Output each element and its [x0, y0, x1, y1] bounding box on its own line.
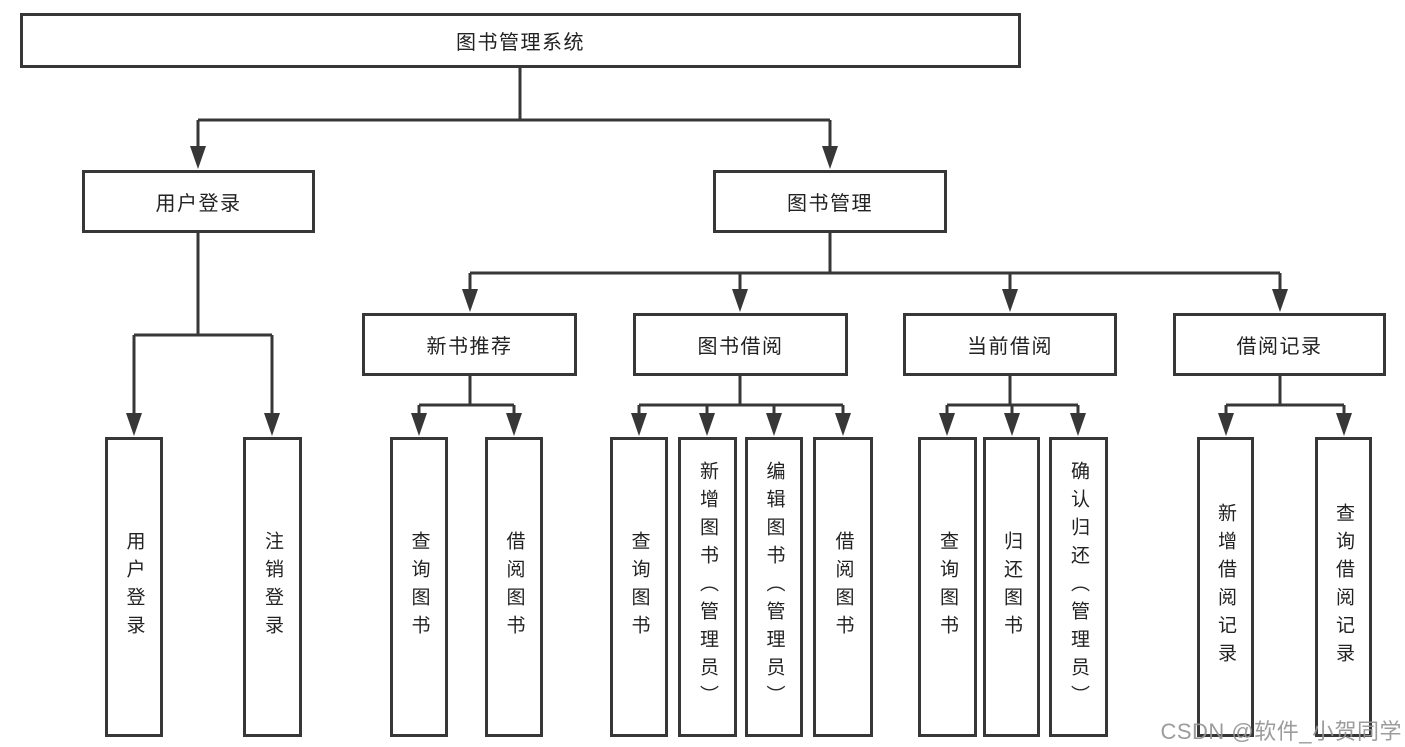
leaf-borrowing-edit-books-admin: 编辑图书（管理员） — [745, 437, 803, 737]
node-new-book-recommendation: 新书推荐 — [362, 313, 577, 376]
leaf-borrowing-add-books-admin: 新增图书（管理员） — [678, 437, 737, 737]
leaf-current-return-books: 归还图书 — [983, 437, 1040, 737]
node-borrowing-records-label: 借阅记录 — [1236, 336, 1323, 358]
node-book-management: 图书管理 — [713, 170, 947, 233]
arrow-down-icon — [1002, 289, 1018, 312]
node-root-label: 图书管理系统 — [456, 32, 585, 54]
leaf-recommend-query-books-label: 查询图书 — [408, 531, 430, 643]
arrow-down-icon — [732, 289, 748, 312]
arrow-down-icon — [1004, 413, 1020, 436]
connector-book-borrowing-split — [637, 376, 845, 418]
watermark: CSDN @软件_小贺同学 — [1160, 719, 1402, 744]
arrow-down-icon — [1218, 413, 1234, 436]
node-user-login-label: 用户登录 — [155, 193, 242, 215]
arrow-down-icon — [822, 146, 838, 169]
connector-user-login-split — [132, 233, 274, 418]
leaf-records-query-record-label: 查询借阅记录 — [1333, 503, 1354, 671]
leaf-borrowing-add-books-admin-label: 新增图书（管理员） — [697, 461, 718, 713]
arrowhead-icons — [126, 146, 1352, 436]
arrow-down-icon — [190, 146, 206, 169]
leaf-user-login: 用户登录 — [105, 437, 163, 737]
leaf-user-login-label: 用户登录 — [123, 531, 145, 643]
leaf-current-confirm-return-admin-label: 确认归还（管理员） — [1068, 461, 1089, 713]
leaf-current-return-books-label: 归还图书 — [1001, 531, 1022, 643]
node-root: 图书管理系统 — [20, 13, 1021, 68]
connector-current-borrowing-split — [945, 376, 1080, 418]
arrow-down-icon — [506, 413, 522, 436]
arrow-down-icon — [631, 413, 647, 436]
arrow-down-icon — [835, 413, 851, 436]
arrow-down-icon — [462, 289, 478, 312]
arrow-down-icon — [766, 413, 782, 436]
arrow-down-icon — [1070, 413, 1086, 436]
leaf-borrowing-borrow-books-label: 借阅图书 — [832, 531, 854, 643]
leaf-current-query-books-label: 查询图书 — [937, 531, 958, 643]
leaf-current-confirm-return-admin: 确认归还（管理员） — [1049, 437, 1108, 737]
leaf-records-add-record: 新增借阅记录 — [1197, 437, 1254, 737]
leaf-borrowing-borrow-books: 借阅图书 — [813, 437, 873, 737]
arrow-down-icon — [939, 413, 955, 436]
node-book-management-label: 图书管理 — [787, 193, 873, 215]
arrow-down-icon — [411, 413, 427, 436]
connector-book-management-split — [468, 233, 1282, 294]
leaf-recommend-query-books: 查询图书 — [390, 437, 448, 737]
arrow-down-icon — [1272, 289, 1288, 312]
connector-new-book-split — [417, 376, 516, 418]
leaf-records-query-record: 查询借阅记录 — [1315, 437, 1372, 737]
arrow-down-icon — [1336, 413, 1352, 436]
leaf-borrowing-query-books: 查询图书 — [610, 437, 668, 737]
leaf-records-add-record-label: 新增借阅记录 — [1215, 503, 1236, 671]
node-new-book-recommendation-label: 新书推荐 — [426, 336, 513, 358]
connector-borrowing-records-split — [1224, 376, 1346, 418]
node-book-borrowing-label: 图书借阅 — [697, 336, 784, 358]
leaf-borrowing-query-books-label: 查询图书 — [628, 531, 650, 643]
leaf-recommend-borrow-books-label: 借阅图书 — [503, 531, 525, 643]
connector-root-split — [196, 68, 832, 150]
leaf-borrowing-edit-books-admin-label: 编辑图书（管理员） — [763, 461, 785, 713]
leaf-current-query-books: 查询图书 — [918, 437, 977, 737]
node-borrowing-records: 借阅记录 — [1173, 313, 1386, 376]
node-current-borrowing-label: 当前借阅 — [967, 336, 1053, 358]
arrow-down-icon — [264, 413, 280, 436]
leaf-logout: 注销登录 — [243, 437, 302, 737]
leaf-logout-label: 注销登录 — [262, 531, 283, 643]
arrow-down-icon — [699, 413, 715, 436]
node-book-borrowing: 图书借阅 — [633, 313, 848, 376]
node-current-borrowing: 当前借阅 — [903, 313, 1117, 376]
node-user-login: 用户登录 — [82, 170, 315, 233]
arrow-down-icon — [126, 413, 142, 436]
leaf-recommend-borrow-books: 借阅图书 — [485, 437, 543, 737]
